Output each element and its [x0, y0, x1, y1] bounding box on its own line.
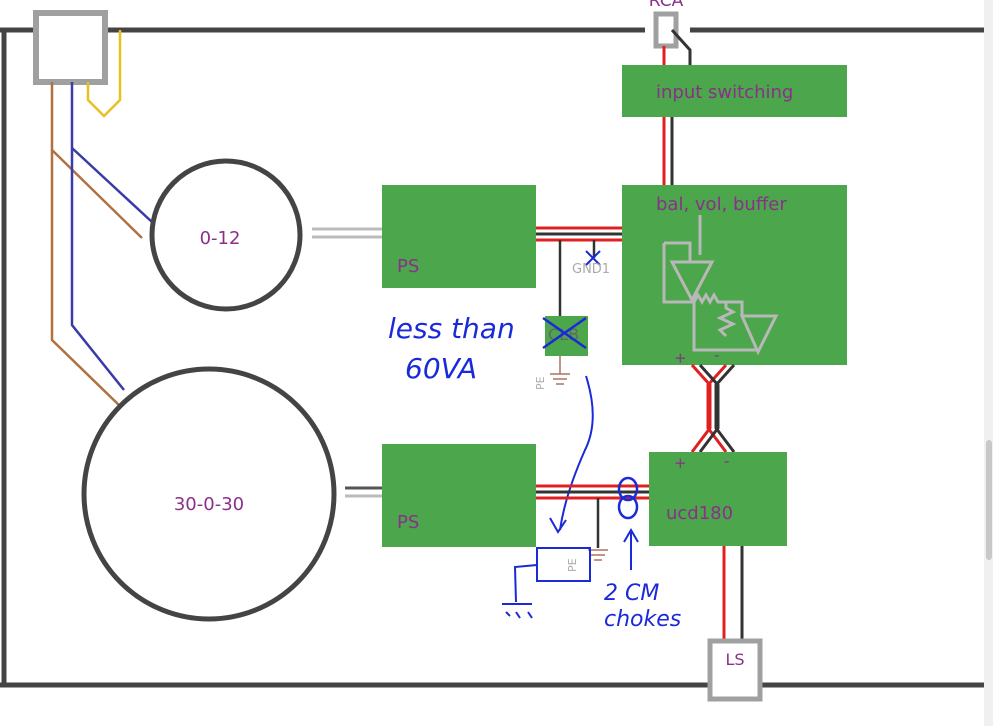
cm-choke-symbol [617, 476, 639, 520]
pe-ground-upper [550, 356, 570, 385]
ls-connector [707, 638, 763, 702]
ground-link [558, 240, 596, 316]
transformer-small [149, 158, 303, 312]
pe-upper-label: PE [534, 376, 547, 390]
annotation-ground-scribble [502, 564, 538, 619]
ucd180-label: ucd180 [666, 503, 733, 524]
annotation-60va: 60VA [405, 352, 477, 385]
scrollbar-track[interactable] [984, 0, 993, 726]
transformer-large-label: 30-0-30 [174, 494, 244, 515]
transformer-large [81, 366, 337, 622]
annotation-less-than: less than [388, 312, 515, 345]
ps-upper-block [382, 185, 536, 288]
gnd1-cross [585, 250, 601, 266]
annotation-box [536, 547, 591, 582]
rca-connector [653, 11, 679, 49]
power-inlet [33, 10, 108, 85]
rca-label: RCA [649, 0, 684, 11]
transformer-small-label: 0-12 [200, 228, 241, 249]
ps-lower-label: PS [397, 512, 419, 533]
ucd-minus: - [724, 452, 729, 470]
mains-wiring [50, 30, 153, 409]
choke-arrow [623, 528, 639, 570]
annotation-arrow [549, 375, 594, 534]
gnd1-label: GND1 [572, 262, 610, 277]
pe-lower-label: PE [566, 558, 579, 572]
ps-upper-label: PS [397, 256, 419, 277]
input-switching-block [622, 65, 847, 117]
secondary-leads [312, 227, 382, 498]
preamp-plus: + [674, 349, 687, 367]
annotation-2cm: 2 CM [604, 581, 659, 606]
bal-vol-buffer-block [622, 185, 847, 365]
ps-lower-rails [536, 484, 650, 500]
ps-lower-block [382, 444, 536, 547]
clb-cross [542, 316, 587, 350]
ucd180-block [649, 452, 787, 546]
speaker-wires [722, 546, 744, 642]
scrollbar-thumb[interactable] [986, 440, 992, 560]
buffer-symbol [662, 215, 779, 356]
annotation-chokes: chokes [604, 607, 681, 632]
ucd-plus: + [674, 454, 687, 472]
ls-label: LS [725, 650, 744, 669]
pe-ground-lower [588, 549, 608, 561]
input-switching-label: input switching [656, 82, 793, 103]
ps-upper-rails [536, 226, 622, 242]
switch-to-preamp-wires [662, 117, 674, 185]
rca-wires [662, 28, 692, 66]
preamp-to-amp-wires [690, 363, 736, 453]
bal-vol-buffer-label: bal, vol, buffer [656, 194, 787, 215]
enclosure [0, 27, 985, 688]
preamp-minus: - [714, 346, 719, 364]
